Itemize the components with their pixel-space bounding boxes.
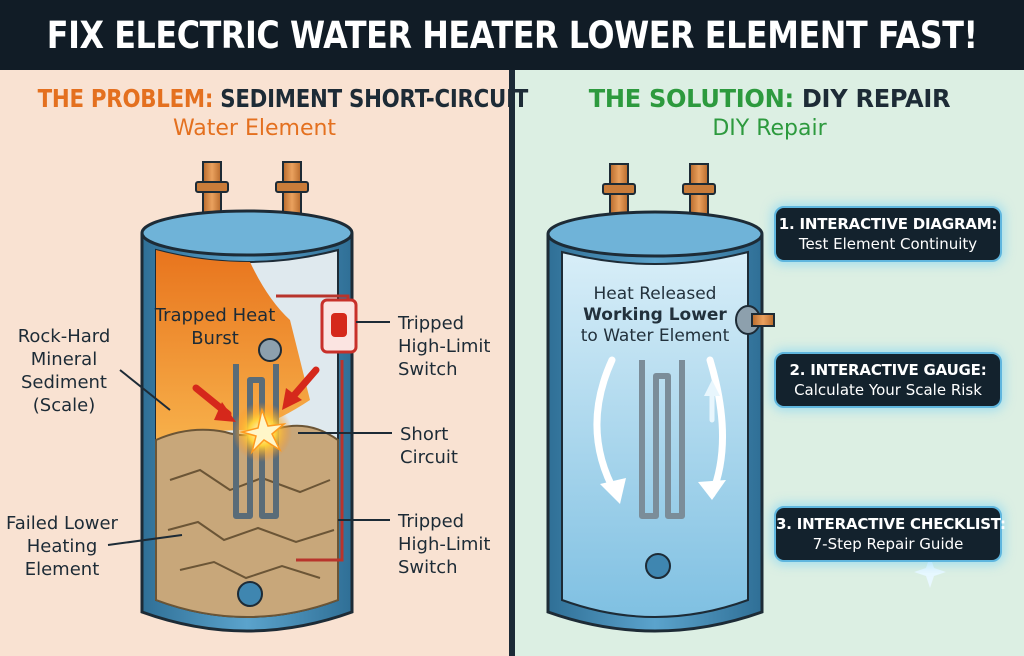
card-subtitle: Test Element Continuity xyxy=(798,235,978,253)
heat-released-line-3: to Water Element xyxy=(580,326,730,346)
problem-heading: THE PROBLEM: SEDIMENT SHORT-CIRCUIT xyxy=(37,84,529,113)
card-subtitle: 7-Step Repair Guide xyxy=(812,535,964,553)
short-circuit-line-2: Circuit xyxy=(400,447,458,468)
tripped-switch-top-line-1: Tripped xyxy=(398,313,465,334)
short-circuit-label: Short Circuit xyxy=(400,423,490,469)
problem-heading-lead: THE PROBLEM: xyxy=(37,84,214,113)
heat-released-label: Heat Released Working Lower to Water Ele… xyxy=(570,284,740,347)
heat-released-line-2: Working Lower xyxy=(583,305,727,325)
card-title: 1. INTERACTIVE DIAGRAM: xyxy=(778,215,998,233)
mineral-sediment-line-1: Rock-Hard xyxy=(17,326,111,347)
panel-divider xyxy=(509,70,515,656)
solution-heading-lead: THE SOLUTION: xyxy=(588,84,794,113)
solution-heading: THE SOLUTION: DIY REPAIR xyxy=(525,84,1015,113)
tripped-switch-bottom-line-1: Tripped xyxy=(398,511,465,532)
failed-element-line-3: Element xyxy=(24,559,100,580)
trapped-heat-line-1: Trapped Heat xyxy=(154,305,276,326)
short-circuit-line-1: Short xyxy=(400,424,449,445)
page-title: FIX ELECTRIC WATER HEATER LOWER ELEMENT … xyxy=(46,13,978,57)
problem-tank xyxy=(107,161,392,633)
card-title: 3. INTERACTIVE CHECKLIST: xyxy=(776,515,1006,533)
trapped-heat-label: Trapped Heat Burst xyxy=(150,304,280,350)
heat-released-line-1: Heat Released xyxy=(593,284,717,304)
card-title: 2. INTERACTIVE GAUGE: xyxy=(789,361,987,379)
tripped-switch-top-line-3: Switch xyxy=(398,359,458,380)
tripped-switch-bottom-line-2: High-Limit xyxy=(398,534,491,555)
tripped-switch-top-label: Tripped High-Limit Switch xyxy=(398,312,498,381)
tripped-switch-bottom-line-3: Switch xyxy=(398,557,458,578)
mineral-sediment-label: Rock-Hard Mineral Sediment (Scale) xyxy=(10,325,118,417)
solution-tank xyxy=(546,163,946,633)
tripped-switch-bottom-label: Tripped High-Limit Switch xyxy=(398,510,498,579)
trapped-heat-line-2: Burst xyxy=(191,328,239,349)
mineral-sediment-line-2: Mineral xyxy=(30,349,98,370)
tripped-switch-top-line-2: High-Limit xyxy=(398,336,491,357)
mineral-sediment-line-4: (Scale) xyxy=(32,395,96,416)
failed-element-line-1: Failed Lower xyxy=(6,513,118,534)
solution-subheading: DIY Repair xyxy=(712,116,827,141)
mineral-sediment-line-3: Sediment xyxy=(20,372,107,393)
problem-subheading: Water Element xyxy=(172,116,337,141)
header-bar: FIX ELECTRIC WATER HEATER LOWER ELEMENT … xyxy=(0,0,1024,70)
interactive-checklist-card[interactable]: 3. INTERACTIVE CHECKLIST: 7-Step Repair … xyxy=(774,506,1006,562)
problem-heading-rest: SEDIMENT SHORT-CIRCUIT xyxy=(220,84,529,113)
interactive-diagram-card[interactable]: 1. INTERACTIVE DIAGRAM: Test Element Con… xyxy=(774,206,1002,262)
failed-element-label: Failed Lower Heating Element xyxy=(2,512,122,581)
card-subtitle: Calculate Your Scale Risk xyxy=(794,381,982,399)
interactive-gauge-card[interactable]: 2. INTERACTIVE GAUGE: Calculate Your Sca… xyxy=(774,352,1002,408)
failed-element-line-2: Heating xyxy=(26,536,98,557)
solution-heading-rest: DIY REPAIR xyxy=(801,84,951,113)
